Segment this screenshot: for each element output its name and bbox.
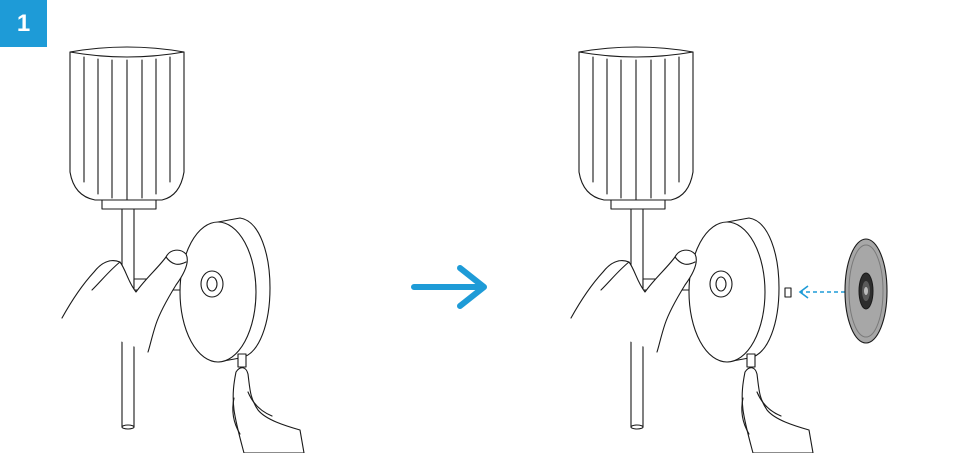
cover-plate [844,238,888,344]
panel-before [61,46,305,453]
step-number-badge: 1 [0,0,47,47]
step-number: 1 [16,9,31,37]
transition-arrow [411,265,487,309]
panel-after [570,46,888,453]
